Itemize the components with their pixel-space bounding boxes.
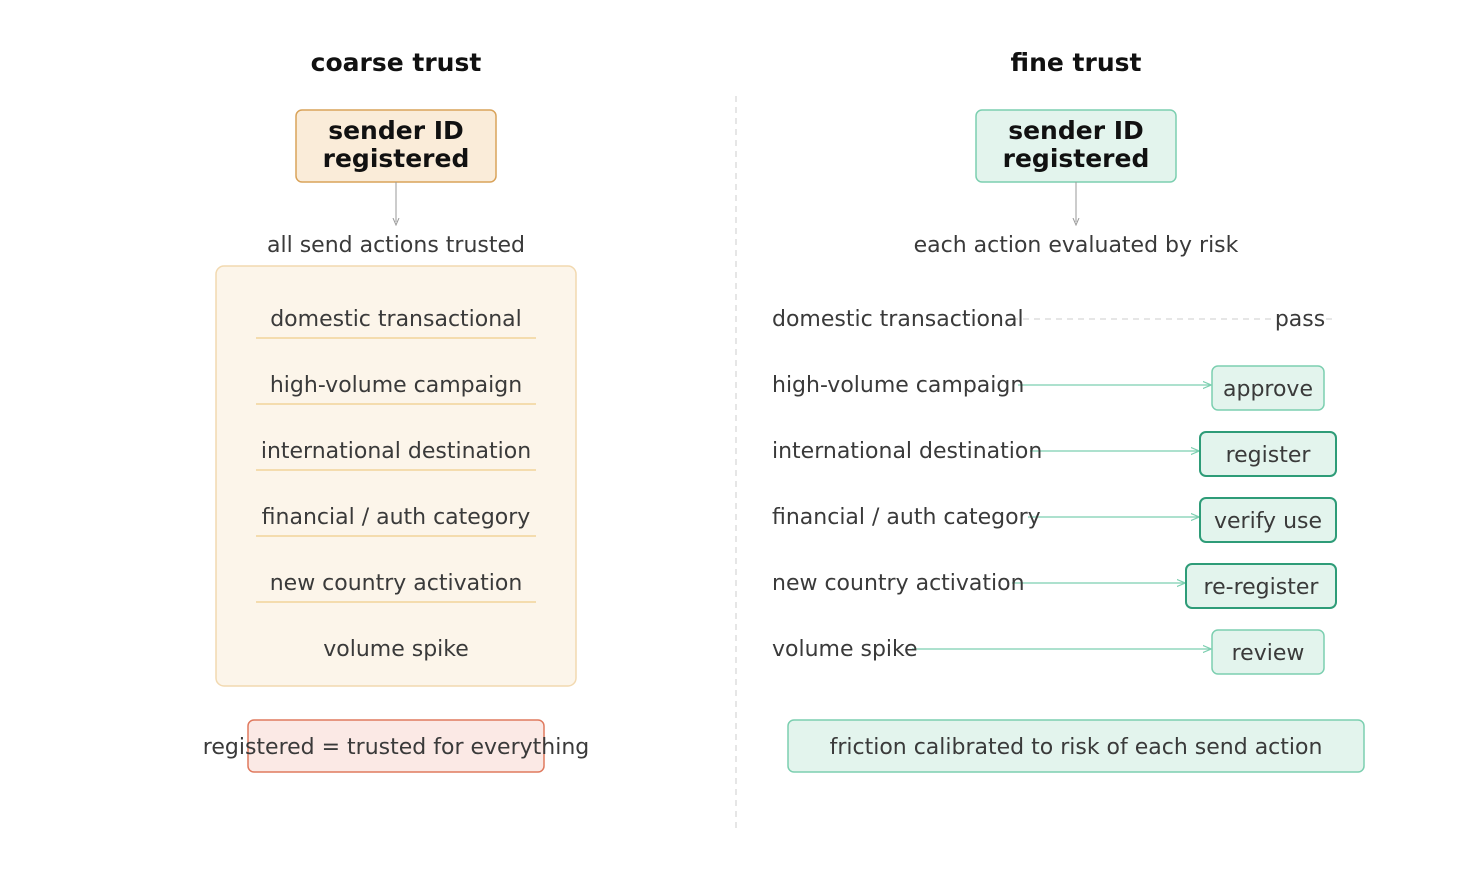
fine-row-action-box [1211, 629, 1325, 675]
fine-row-action-box [1211, 365, 1325, 411]
coarse-trust-title: coarse trust [311, 48, 482, 77]
fine-caption: each action evaluated by risk [914, 233, 1239, 258]
fine-node-line1: sender ID [1008, 116, 1144, 145]
coarse-trust-panel: coarse trust sender ID registered all se… [203, 48, 589, 773]
coarse-summary-text: registered = trusted for everything [203, 735, 589, 760]
coarse-item: volume spike [323, 637, 469, 662]
fine-trust-title: fine trust [1011, 48, 1142, 77]
coarse-caption: all send actions trusted [267, 233, 525, 258]
fine-row-label: international destination [772, 439, 1042, 464]
coarse-item: high-volume campaign [270, 373, 522, 398]
fine-row-action: approve [1223, 377, 1313, 402]
fine-row-action-box [1199, 497, 1337, 543]
fine-row-action: review [1232, 641, 1305, 666]
fine-row-action-pass: pass [1275, 307, 1325, 332]
coarse-item: domestic transactional [270, 307, 522, 332]
fine-row-label: high-volume campaign [772, 373, 1024, 398]
fine-node-line2: registered [1003, 144, 1150, 173]
fine-row-label: new country activation [772, 571, 1025, 596]
coarse-node-line2: registered [323, 144, 470, 173]
coarse-item: international destination [261, 439, 531, 464]
coarse-node-line1: sender ID [328, 116, 464, 145]
coarse-item: financial / auth category [262, 505, 531, 530]
fine-row-label: domestic transactional [772, 307, 1024, 332]
fine-row-action: verify use [1214, 509, 1322, 534]
fine-row-action: re-register [1204, 575, 1320, 600]
coarse-item: new country activation [270, 571, 523, 596]
fine-row-action-box [1185, 563, 1337, 609]
fine-summary-box [787, 719, 1365, 773]
fine-trust-panel: fine trust sender ID registered each act… [772, 48, 1365, 773]
fine-row-label: volume spike [772, 637, 918, 662]
fine-row-label: financial / auth category [772, 505, 1041, 530]
fine-row-action-box [1199, 431, 1337, 477]
fine-row-action: register [1226, 443, 1312, 468]
coarse-summary-box [247, 719, 545, 773]
fine-summary-text: friction calibrated to risk of each send… [830, 735, 1323, 760]
coarse-actions-box [215, 265, 577, 687]
